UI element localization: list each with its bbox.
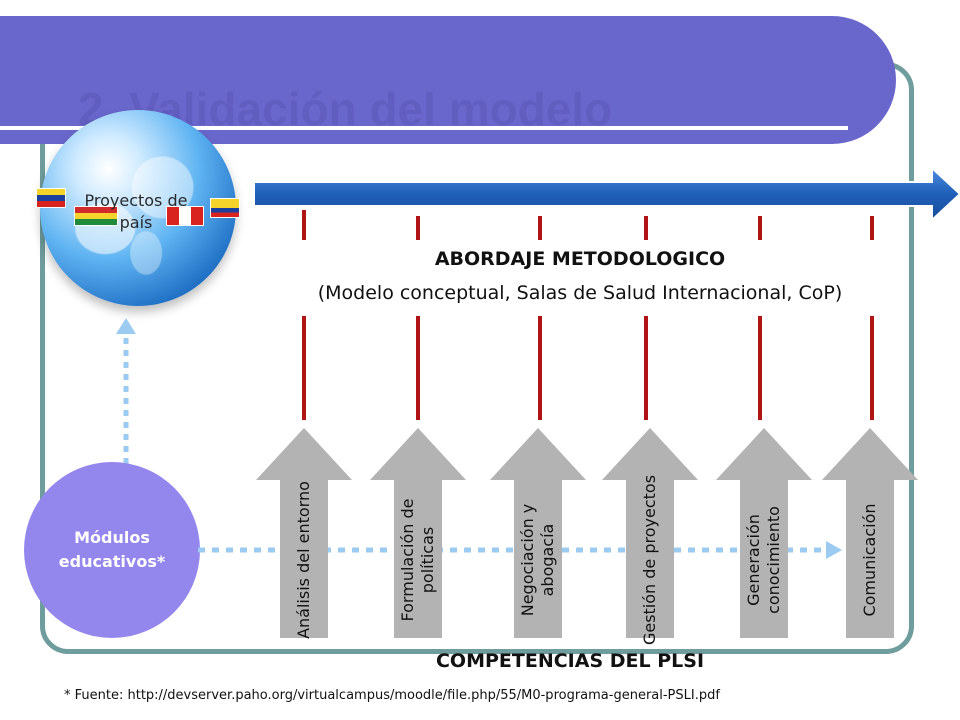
abordaje-title: ABORDAJE METODOLOGICO <box>434 248 726 270</box>
modulos-educativos-circle: Módulos educativos* <box>24 462 200 638</box>
connector-line-bottom-5 <box>758 316 762 420</box>
competency-label-generacion: Generación conocimiento <box>744 506 783 614</box>
venezuela-flag-icon <box>36 188 66 208</box>
connector-line-bottom-6 <box>870 316 874 420</box>
connector-line-bottom-3 <box>538 316 542 420</box>
title-rule <box>0 126 848 130</box>
competency-label-comunicacion: Comunicación <box>860 503 879 617</box>
connector-line-top-1 <box>302 210 306 240</box>
connector-line-bottom-1 <box>302 316 306 420</box>
connector-line-top-3 <box>538 216 542 240</box>
competency-arrow-analisis: Análisis del entorno <box>256 428 352 639</box>
peru-flag-icon <box>166 206 204 226</box>
connector-line-top-4 <box>644 216 648 240</box>
competency-arrow-comunicacion: Comunicación <box>822 428 918 638</box>
abordaje-subtitle: (Modelo conceptual, Salas de Salud Inter… <box>317 282 843 304</box>
competency-label-negociacion: Negociación y abogacía <box>518 503 557 617</box>
connector-line-bottom-2 <box>416 316 420 420</box>
globe-label: Proyectos de país <box>84 191 188 232</box>
methodology-arrow <box>253 166 960 222</box>
connector-line-top-5 <box>758 216 762 240</box>
competency-label-gestion: Gestión de proyectos <box>640 474 659 646</box>
colombia-flag-icon <box>210 198 240 218</box>
competency-arrow-gestion: Gestión de proyectos <box>602 428 698 645</box>
footnote: * Fuente: http://devserver.paho.org/virt… <box>64 688 720 703</box>
competency-arrow-generacion: Generación conocimiento <box>716 428 812 638</box>
competency-arrow-negociacion: Negociación y abogacía <box>490 428 586 638</box>
competencias-title: COMPETENCIAS DEL PLSI <box>435 650 705 672</box>
up-dotted-arrow <box>116 318 136 464</box>
modulos-educativos-label: Módulos educativos* <box>58 528 166 571</box>
connector-line-top-2 <box>416 216 420 240</box>
connector-line-bottom-4 <box>644 316 648 420</box>
competency-label-analisis: Análisis del entorno <box>294 481 313 639</box>
bolivia-flag-icon <box>74 206 118 226</box>
competency-arrow-formulacion: Formulación de políticas <box>370 428 466 638</box>
competency-label-formulacion: Formulación de políticas <box>398 498 437 622</box>
connector-line-top-6 <box>870 216 874 240</box>
